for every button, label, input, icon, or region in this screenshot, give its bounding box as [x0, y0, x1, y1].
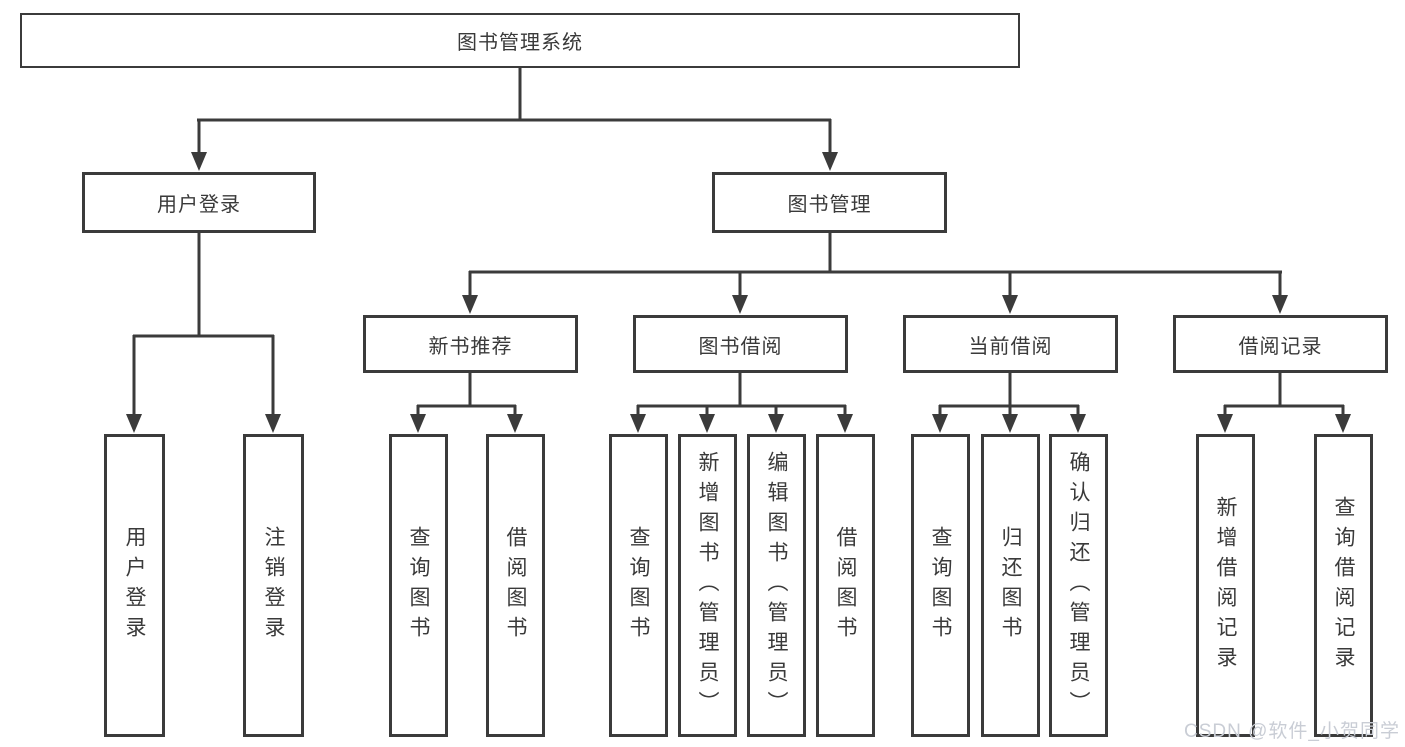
connector-book-management-children: [462, 233, 1288, 314]
node-label: 借阅图书: [504, 525, 527, 646]
connector-borrow-record-children: [1217, 373, 1351, 433]
node-label: 查询图书: [929, 525, 952, 646]
node-library-management-system: 图书管理系统: [20, 13, 1020, 68]
node-label: 图书管理系统: [457, 32, 583, 54]
connector-root-to-level2: [191, 68, 838, 171]
leaf-current-query-books: 查询图书: [911, 434, 970, 737]
leaf-query-borrow-record: 查询借阅记录: [1314, 434, 1373, 737]
leaf-edit-books-admin: 编辑图书（管理员）: [747, 434, 806, 737]
node-label: 查询图书: [627, 525, 650, 646]
leaf-add-borrow-record: 新增借阅记录: [1196, 434, 1255, 737]
node-label: 查询图书: [407, 525, 430, 646]
node-book-borrow: 图书借阅: [633, 315, 848, 373]
node-label: 当前借阅: [968, 335, 1053, 358]
node-label: 用户登录: [157, 194, 241, 216]
node-current-borrow: 当前借阅: [903, 315, 1118, 373]
leaf-logout: 注销登录: [243, 434, 304, 737]
node-label: 查询借阅记录: [1332, 495, 1355, 676]
node-label: 注销登录: [262, 525, 285, 646]
leaf-return-books: 归还图书: [981, 434, 1040, 737]
node-label: 借阅记录: [1238, 335, 1323, 358]
leaf-confirm-return-admin: 确认归还（管理员）: [1049, 434, 1108, 737]
node-label: 新书推荐: [428, 335, 513, 358]
node-label: 图书管理: [787, 194, 872, 216]
node-new-book-recommend: 新书推荐: [363, 315, 578, 373]
node-user-login: 用户登录: [82, 172, 316, 233]
leaf-add-books-admin: 新增图书（管理员）: [678, 434, 737, 737]
leaf-user-login: 用户登录: [104, 434, 165, 737]
node-label: 图书借阅: [698, 335, 783, 358]
leaf-borrow-query-books: 查询图书: [609, 434, 668, 737]
connector-user-login-children: [126, 233, 281, 433]
watermark: CSDN @软件_小贺同学: [1184, 721, 1400, 742]
connector-current-borrow-children: [932, 373, 1086, 433]
leaf-newbook-borrow-books: 借阅图书: [486, 434, 545, 737]
node-label: 新增图书（管理员）: [696, 450, 719, 721]
node-borrow-records: 借阅记录: [1173, 315, 1388, 373]
node-book-management: 图书管理: [712, 172, 947, 233]
node-label: 新增借阅记录: [1214, 495, 1237, 676]
leaf-newbook-query-books: 查询图书: [389, 434, 448, 737]
node-label: 借阅图书: [834, 525, 857, 646]
connector-new-book-children: [410, 373, 523, 433]
node-label: 用户登录: [123, 525, 146, 646]
node-label: 编辑图书（管理员）: [765, 450, 788, 721]
connector-book-borrow-children: [630, 373, 853, 433]
node-label: 归还图书: [999, 525, 1022, 646]
node-label: 确认归还（管理员）: [1067, 450, 1090, 721]
leaf-borrow-books: 借阅图书: [816, 434, 875, 737]
